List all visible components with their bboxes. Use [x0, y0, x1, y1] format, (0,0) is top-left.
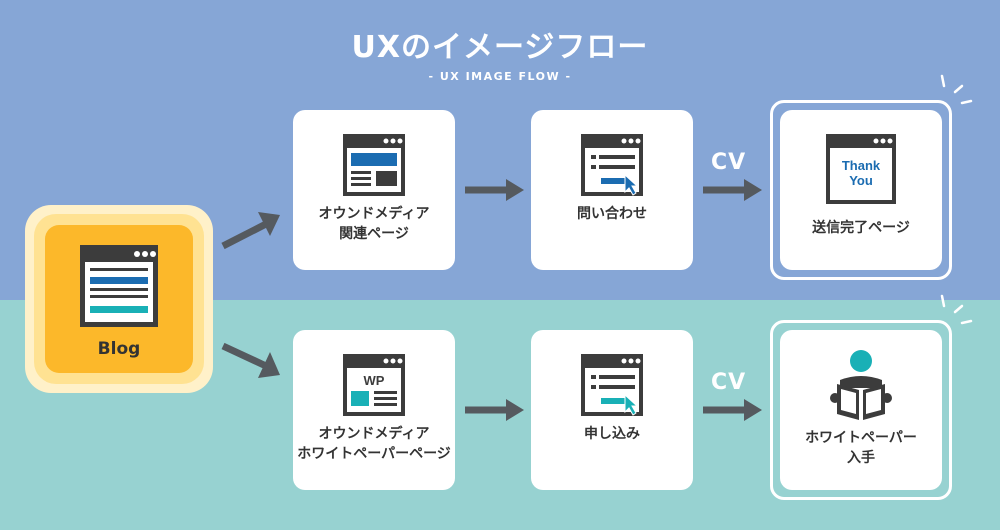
thank-text: Thank [842, 158, 881, 173]
card-label-line2: ホワイトペーパーページ [297, 446, 451, 462]
card-label-line1: オウンドメディア [318, 206, 430, 222]
card-label: 申し込み [584, 424, 640, 444]
wp-text: WP [364, 373, 385, 388]
card-whitepaper-obtained: ホワイトペーパー 入手 [780, 330, 942, 490]
card-label-line1: ホワイトペーパー [805, 430, 917, 446]
card-label: ホワイトペーパー 入手 [805, 428, 917, 468]
cv-label-bottom: CV [711, 370, 747, 395]
card-inquiry: 問い合わせ [531, 110, 693, 270]
card-label-line2: 入手 [847, 450, 875, 466]
goal-frame-bottom [770, 320, 952, 500]
form-page-icon [581, 354, 643, 416]
whitepaper-page-icon: WP [343, 354, 405, 416]
card-label: 送信完了ページ [812, 218, 910, 238]
blog-label: Blog [97, 339, 141, 359]
article-page-icon [343, 134, 405, 196]
card-label: オウンドメディア ホワイトペーパーページ [297, 424, 451, 464]
thank-you-page-icon: Thank You [826, 134, 896, 204]
card-label-line1: 申し込み [584, 426, 640, 442]
card-label: 問い合わせ [577, 204, 647, 224]
card-label-line1: 送信完了ページ [812, 220, 910, 236]
card-label-line1: オウンドメディア [318, 426, 430, 442]
card-owned-media-related: オウンドメディア 関連ページ [293, 110, 455, 270]
page-subtitle: - UX IMAGE FLOW - [428, 70, 572, 83]
card-label: オウンドメディア 関連ページ [318, 204, 429, 244]
page-title: UXのイメージフロー [351, 30, 649, 65]
form-page-icon [581, 134, 643, 196]
cv-label-top: CV [711, 150, 747, 175]
goal-frame-top [770, 100, 952, 280]
card-label-line1: 問い合わせ [577, 206, 647, 222]
reading-person-icon [830, 350, 892, 420]
card-thank-you-page: Thank You 送信完了ページ [780, 110, 942, 270]
card-application: 申し込み [531, 330, 693, 490]
you-text: You [849, 173, 873, 188]
card-owned-media-whitepaper: WP オウンドメディア ホワイトペーパーページ [293, 330, 455, 490]
card-label-line2: 関連ページ [339, 226, 409, 242]
